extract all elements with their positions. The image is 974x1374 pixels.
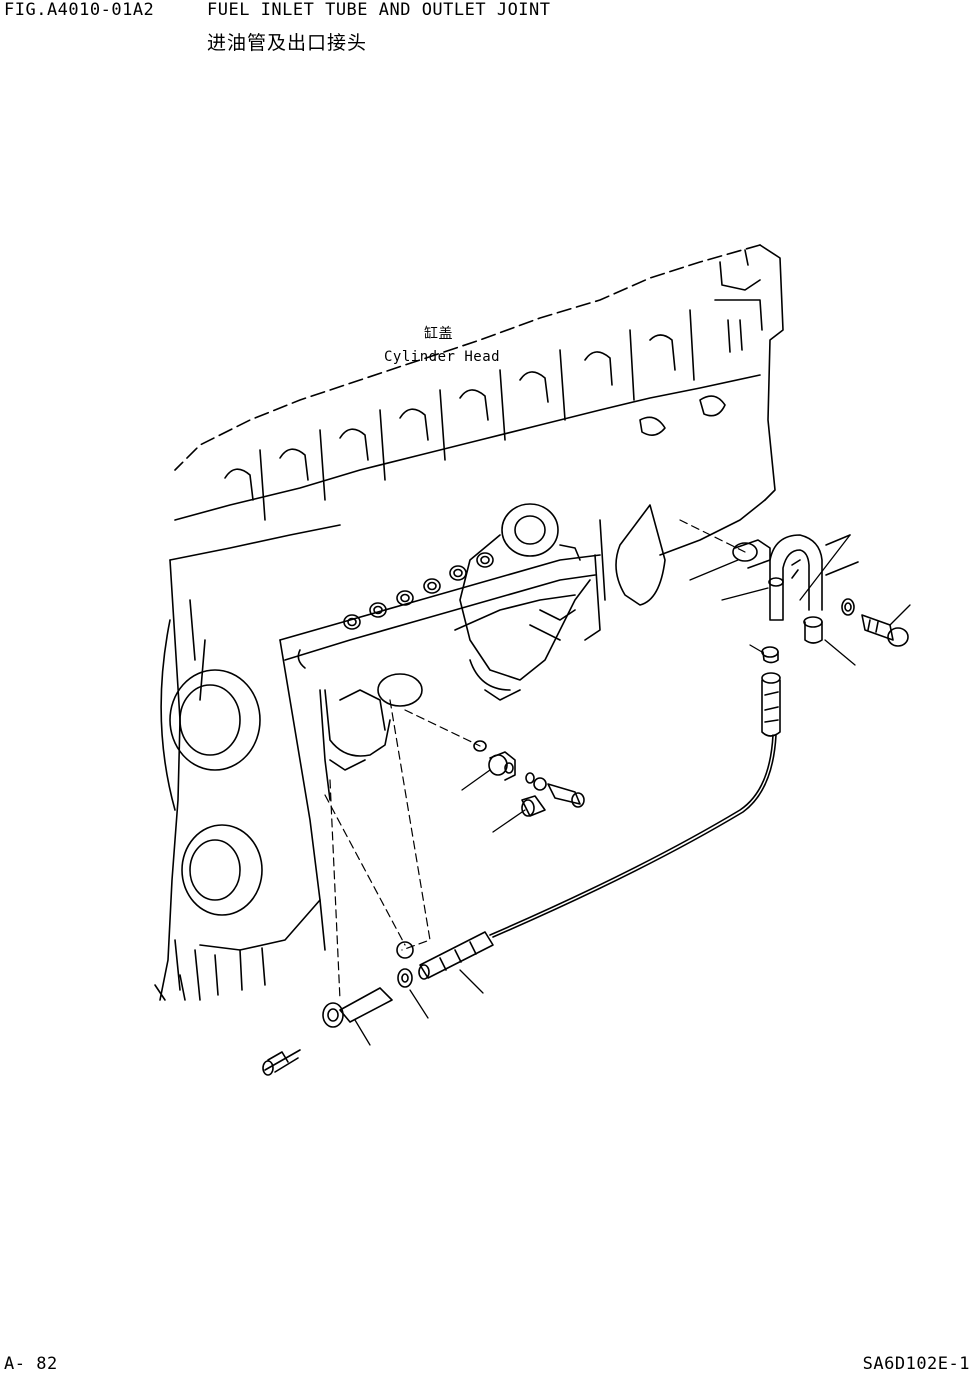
outlet-joint-lower: [263, 942, 413, 1075]
cylinder-head-outline: [155, 245, 783, 1000]
fuel-inlet-tube: [419, 673, 780, 979]
outlet-joint-upper: [733, 535, 908, 663]
injector-caps: [344, 553, 493, 629]
figure-title-chinese: 进油管及出口接头: [207, 32, 368, 54]
cylinder-head-label-english: Cylinder Head: [384, 349, 501, 365]
figure-id: FIG.A4010-01A2: [4, 0, 155, 20]
fuel-injection-pump: [455, 504, 590, 700]
assembly-center-lines: [325, 520, 745, 1000]
callout-leader-lines: [355, 535, 910, 1045]
cylinder-head-label-chinese: 缸盖: [424, 326, 453, 342]
figure-title-english: FUEL INLET TUBE AND OUTLET JOINT: [207, 0, 551, 20]
outlet-joint-middle: [474, 741, 584, 816]
front-filter-housing: [298, 650, 422, 770]
document-code: SA6D102E-1: [862, 1354, 970, 1374]
page-number: A- 82: [4, 1354, 58, 1374]
